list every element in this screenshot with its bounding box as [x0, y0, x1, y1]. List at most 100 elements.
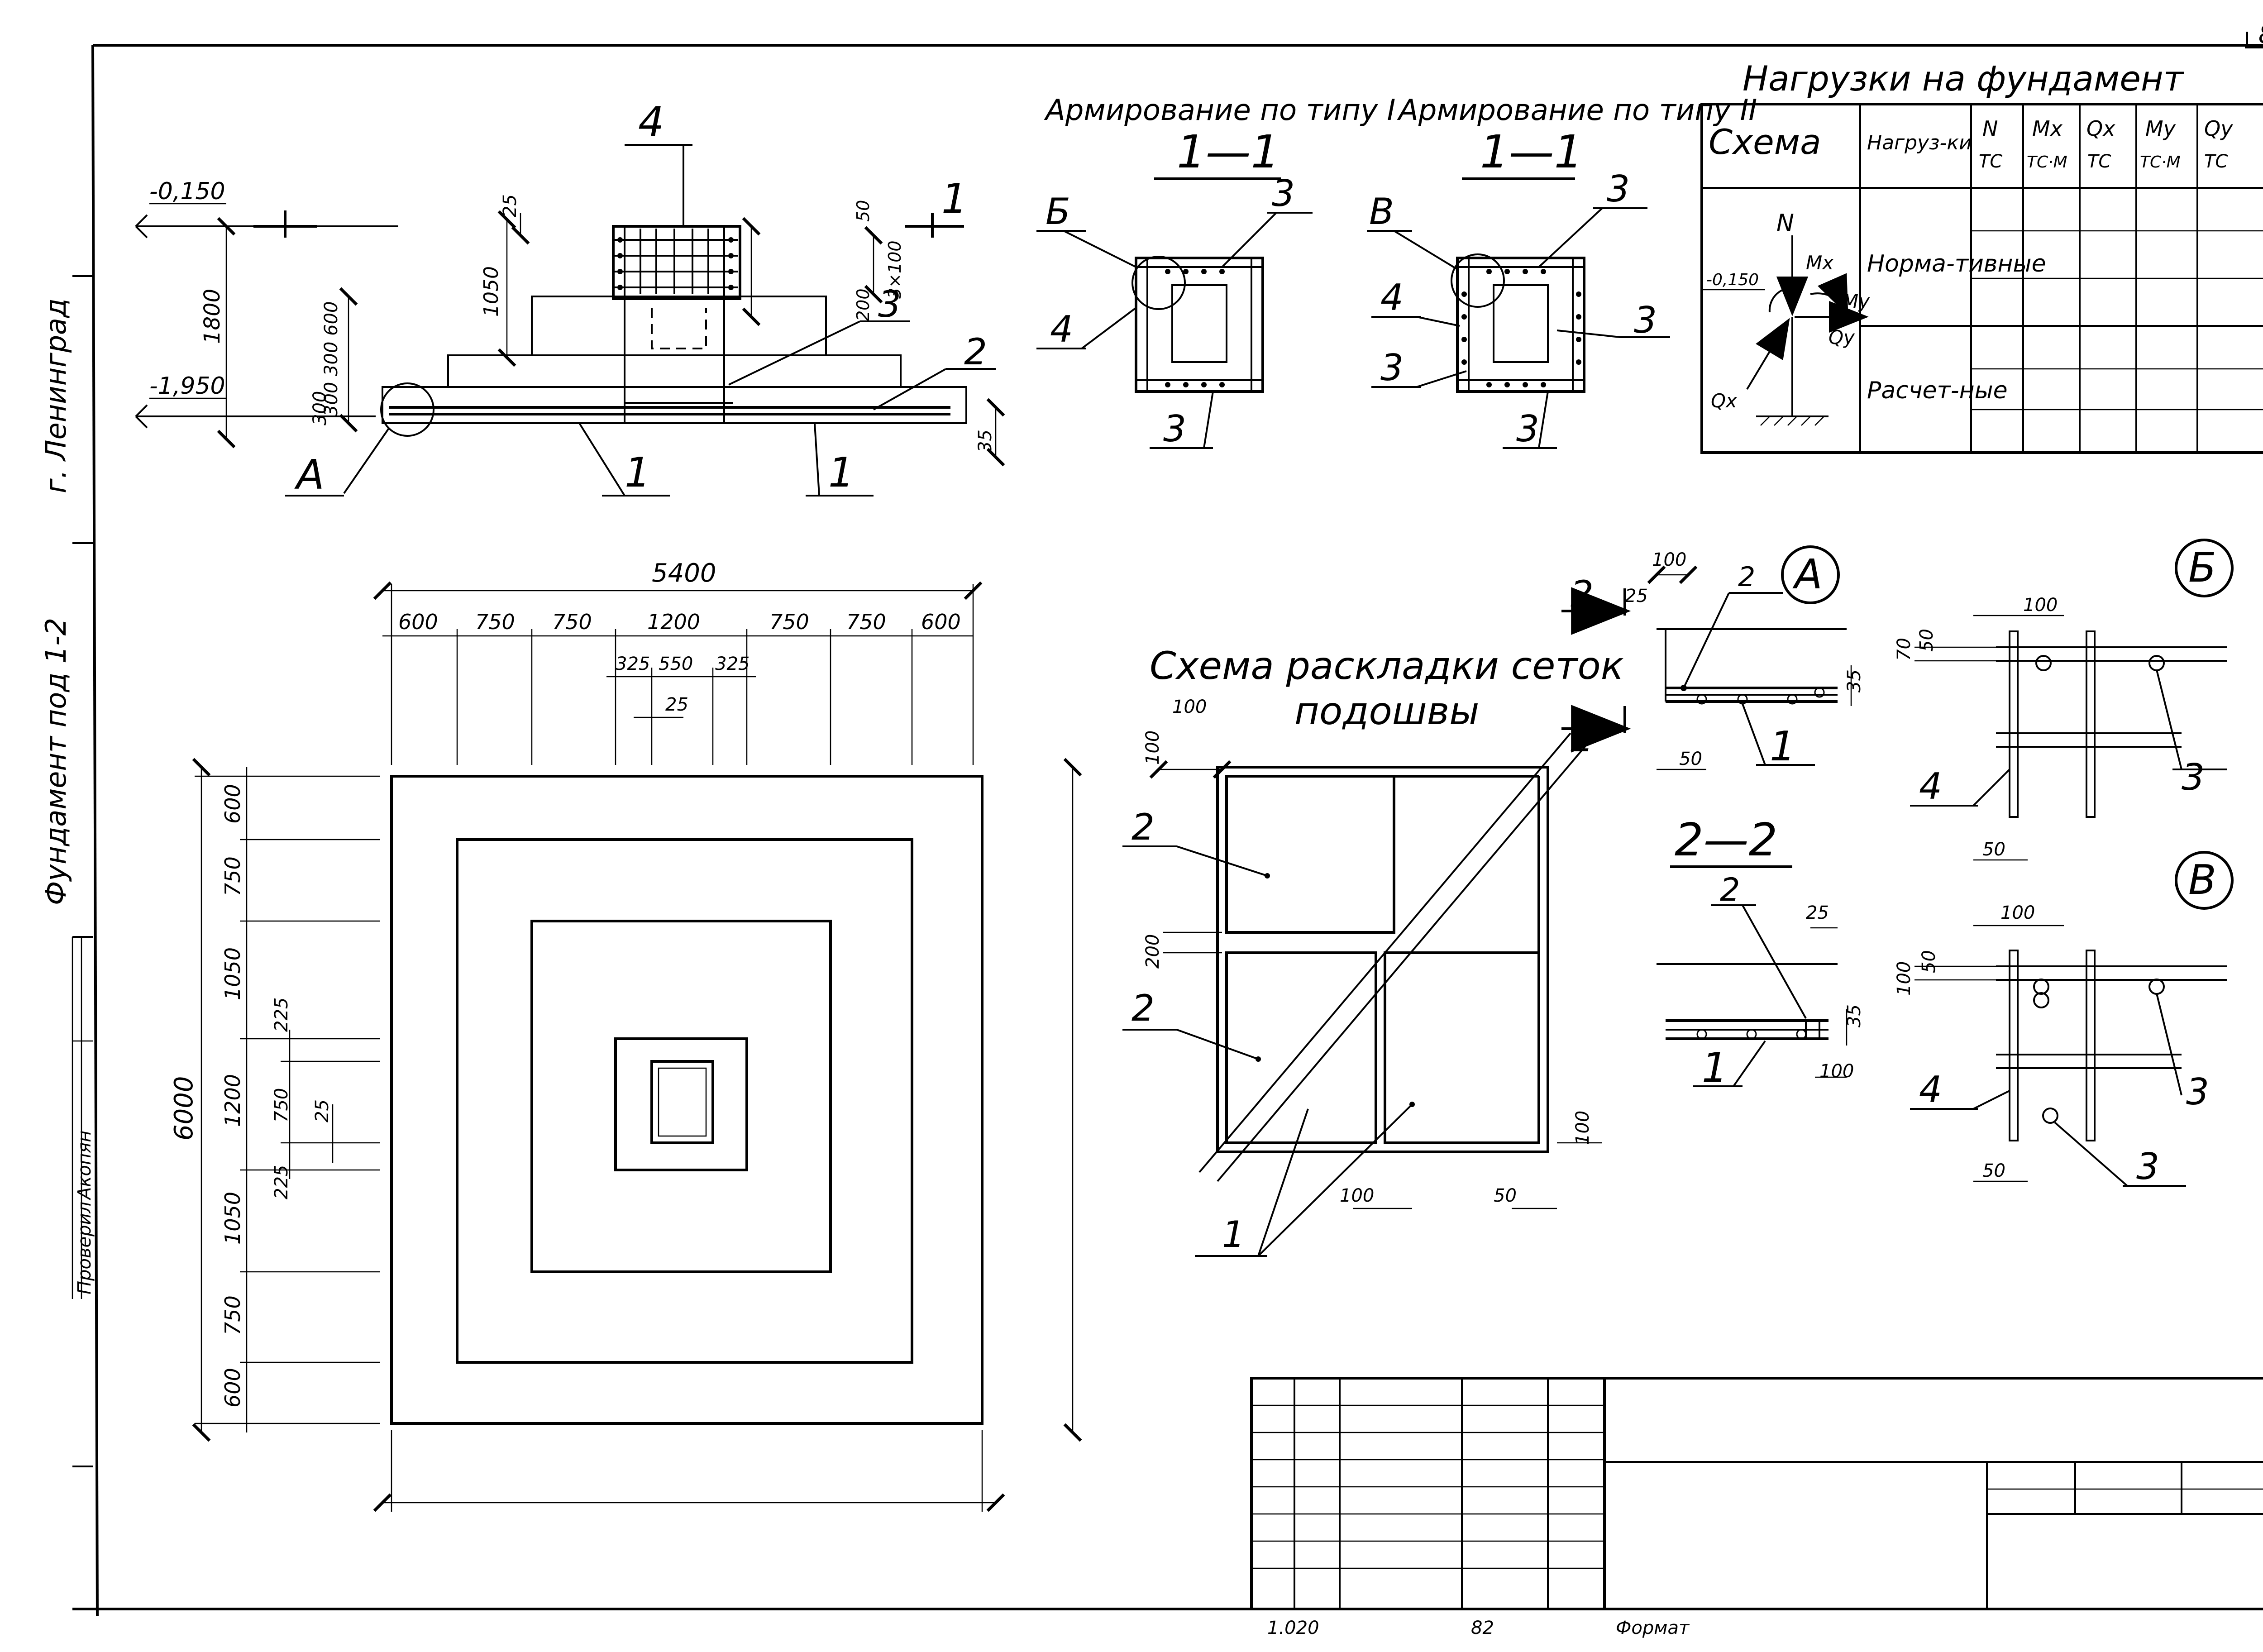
stamp-code: 1.020 [1267, 1618, 1319, 1638]
callout-A: А [294, 451, 325, 499]
scheme-My: My [1842, 290, 1870, 312]
detail-A: А 2 2 100 25 35 50 2 1 [1561, 545, 1865, 770]
reinforcement-titles: Армирование по типу I Армирование по тип… [1044, 94, 1757, 180]
row-normative: Норма-тивные [1867, 250, 2046, 277]
steps-bottom: 300 [310, 391, 330, 425]
sec2-mark-4: 4 [1380, 277, 1404, 319]
plan-c-0: 325 [616, 654, 650, 674]
detail-A-callout: А [1792, 551, 1823, 598]
title-block: 1.020 82 Формат [1250, 1377, 2263, 1638]
plan-h-0: 600 [220, 784, 245, 824]
height-1800: 1800 [200, 289, 225, 344]
detail-B-dim-50-top: 50 [1916, 629, 1937, 652]
detail-V-label-4: 4 [1919, 1069, 1942, 1111]
detail-A-label-1: 1 [1770, 723, 1795, 770]
sec2-mark-3a: 3 [1607, 168, 1630, 210]
leader-1b: 1 [828, 449, 854, 497]
foundation-elevation: -0,150 -1,950 1800 [135, 98, 1005, 499]
sec1-mark-3a: 3 [1272, 172, 1295, 215]
detail-B-dim-50-bot: 50 [1982, 839, 2005, 860]
scheme-N: N [1776, 210, 1794, 237]
plan-width-total: 5400 [652, 559, 716, 588]
detail-A-dim-50: 50 [1679, 749, 1702, 769]
scheme-Mx: Mx [1806, 252, 1834, 274]
mesh-dim-100-bottom: 100 [1340, 1185, 1374, 1206]
plan-h-6: 600 [220, 1368, 245, 1408]
sec1-mark-B: Б [1046, 191, 1070, 233]
scheme-Qx: Qx [1711, 390, 1738, 412]
plan-h-3: 1200 [220, 1074, 245, 1127]
title-type1: Армирование по типу I [1044, 94, 1395, 127]
plan-w-1: 750 [475, 610, 515, 634]
mesh-title-2: подошвы [1294, 689, 1479, 733]
detail-V-dim-100: 100 [2000, 902, 2035, 923]
plan-h-2: 1050 [220, 947, 245, 1000]
col-Mx-unit: ТС·М [2027, 153, 2067, 172]
plan-col-750: 750 [271, 1088, 292, 1122]
section-type2: В 3 4 3 3 3 [1367, 168, 1670, 450]
loads-title: Нагрузки на фундамент [1743, 58, 2185, 99]
col-scheme: Схема [1709, 122, 1821, 162]
plan-col-25: 25 [312, 1099, 333, 1122]
plan-c-gap: 25 [665, 694, 688, 715]
detail-A-cut-a: 2 [1571, 573, 1594, 615]
dim-200: 200 [853, 288, 873, 321]
detail-V-label-3a: 3 [2186, 1071, 2209, 1113]
plan-c-2: 325 [715, 654, 750, 674]
col-N: N [1982, 116, 1998, 141]
side-stamp: г. Ленинград Фундамент под 1-2 Акопян Пр… [39, 275, 95, 1467]
plan-w-2: 750 [552, 610, 592, 634]
plan-w-6: 600 [921, 610, 961, 634]
page-number: 82 [2258, 20, 2263, 49]
col-N-unit: ТС [1979, 151, 2002, 172]
section-type1: Б 3 4 3 [1036, 172, 1313, 450]
plan-col-225-top: 225 [271, 998, 292, 1032]
detail-B-label-3: 3 [2182, 756, 2205, 798]
level-bottom: -1,950 [149, 372, 225, 400]
plan-w-5: 750 [846, 610, 886, 634]
leader-2: 2 [964, 331, 987, 373]
side-role: Проверил [74, 1202, 95, 1294]
cover-25: 25 [500, 194, 520, 217]
section-1-1-a: 1—1 [1177, 125, 1280, 178]
row-design: Расчет-ные [1867, 377, 2008, 404]
height-1050: 1050 [480, 266, 503, 317]
steps-left: 300 300 600 [321, 301, 342, 416]
plan-w-4: 750 [769, 610, 809, 634]
plan-w-0: 600 [398, 610, 438, 634]
col-Qy-unit: ТС [2204, 151, 2228, 172]
detail-V-dim-50-top: 50 [1919, 950, 1939, 973]
dim-3x100: 3×100 [885, 240, 905, 299]
mesh-dim-100-right: 100 [1572, 1111, 1593, 1145]
section-22-label-1: 1 [1702, 1044, 1728, 1092]
column-head-bars [613, 229, 738, 294]
side-name: Акопян [74, 1131, 95, 1201]
plan-height-total: 6000 [169, 1076, 199, 1141]
plan-c-1: 550 [659, 654, 693, 674]
loads-table: Нагрузки на фундамент Схема Нагруз-ки N … [1700, 58, 2263, 454]
detail-A-dim-25: 25 [1625, 586, 1648, 606]
sec1-mark-4: 4 [1050, 308, 1073, 350]
col-Qx-unit: ТС [2087, 151, 2111, 172]
section-22-label-2: 2 [1720, 871, 1740, 908]
mesh-dim-100-top-v: 100 [1142, 731, 1163, 765]
plan-width-ticks [391, 584, 974, 765]
mesh-dim-100-top: 100 [1172, 697, 1207, 717]
side-subject: Фундамент под 1-2 [39, 618, 72, 905]
detail-V-dim-50-bot: 50 [1982, 1160, 2005, 1181]
detail-V: В 100 100 50 50 4 3 3 [1894, 851, 2234, 1188]
sec2-mark-3d: 3 [1516, 408, 1539, 450]
section-22-dim-35: 35 [1844, 1004, 1865, 1027]
dim-50: 50 [853, 200, 873, 222]
detail-A-dim-35: 35 [1844, 669, 1865, 692]
detail-B-dim-100: 100 [2023, 595, 2058, 616]
leader-3: 3 [878, 283, 901, 325]
detail-V-callout: В [2188, 856, 2216, 904]
mesh-layout: Схема раскладки сеток подошвы 100 100 20… [1122, 644, 1624, 1257]
col-Mx: Mx [2032, 116, 2063, 141]
sec2-mark-3b: 3 [1634, 299, 1657, 341]
col-Qx: Qx [2086, 116, 2115, 141]
detail-V-dim-100-side: 100 [1894, 961, 1914, 996]
sec2-mark-3c: 3 [1380, 347, 1404, 389]
